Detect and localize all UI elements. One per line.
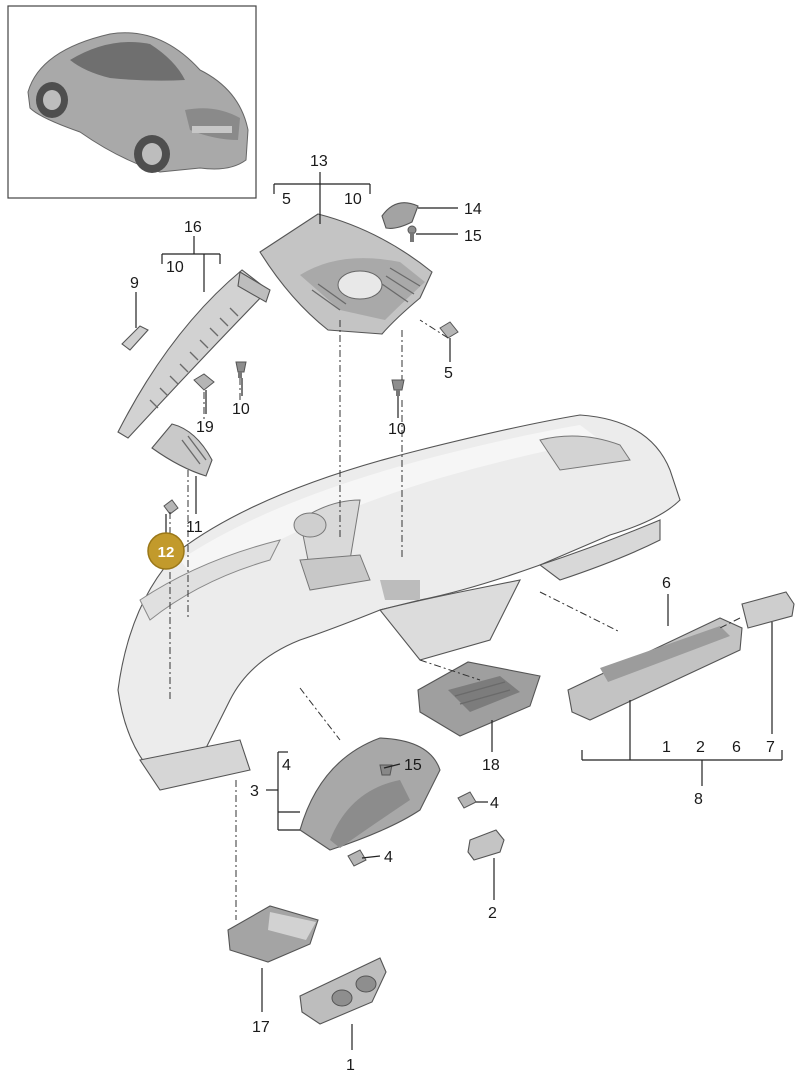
highlighted-callout-12[interactable]: 12	[147, 532, 185, 570]
callout-3: 3	[250, 783, 259, 800]
callout-1: 1	[346, 1057, 355, 1074]
callout-12[interactable]: 12	[158, 544, 175, 561]
callout-2: 2	[488, 905, 497, 922]
leader-lines	[135, 172, 783, 1050]
callout-10-center: 10	[388, 421, 406, 438]
callout-4-right: 4	[490, 795, 499, 812]
callout-18: 18	[482, 757, 500, 774]
callout-14: 14	[464, 201, 482, 218]
part-17-lower-panel	[227, 905, 319, 963]
callout-16: 16	[184, 219, 202, 236]
callout-11: 11	[186, 519, 203, 536]
callout-10-sub-b: 10	[166, 259, 184, 276]
part-3-instrument-shroud	[299, 737, 441, 851]
callout-5: 5	[444, 365, 453, 382]
callout-15-upper: 15	[464, 228, 482, 245]
callout-8-sub-6: 6	[732, 739, 741, 756]
callout-13: 13	[310, 153, 328, 170]
callout-8: 8	[694, 791, 703, 808]
part-2-knob	[467, 829, 505, 861]
part-4-clips	[347, 791, 477, 867]
assembly-lines	[169, 319, 741, 920]
part-1-switch-bezel	[299, 957, 387, 1025]
callout-4-top: 4	[282, 757, 291, 774]
part-7-end-cap	[741, 591, 795, 629]
callout-17: 17	[252, 1019, 270, 1036]
car-thumbnail	[7, 5, 257, 199]
callout-labels: 13 5 10 16 10 9 14 15 5 10 10 19 11 6 1 …	[130, 153, 775, 1074]
fasteners	[163, 225, 459, 515]
callout-10-sub-a: 10	[344, 191, 362, 208]
part-18-center-vent	[417, 661, 541, 737]
callout-8-sub-1: 1	[662, 739, 671, 756]
callout-7: 7	[766, 739, 775, 756]
callout-19: 19	[196, 419, 214, 436]
callout-6: 6	[662, 575, 671, 592]
part-11-side-vent	[151, 423, 213, 477]
callout-4-lower: 4	[384, 849, 393, 866]
part-6-trim-strip	[567, 617, 743, 721]
callout-5-sub: 5	[282, 191, 291, 208]
part-16-defroster-vent	[117, 269, 271, 439]
part-13-center-panel	[259, 213, 433, 335]
callout-8-sub-2: 2	[696, 739, 705, 756]
dashboard-carrier	[117, 414, 681, 791]
part-9-cover	[121, 325, 149, 351]
highlight-badge[interactable]	[147, 532, 185, 570]
callout-10-left: 10	[232, 401, 250, 418]
callout-9: 9	[130, 275, 139, 292]
part-14-cap	[381, 202, 419, 229]
callout-15-lower: 15	[404, 757, 422, 774]
